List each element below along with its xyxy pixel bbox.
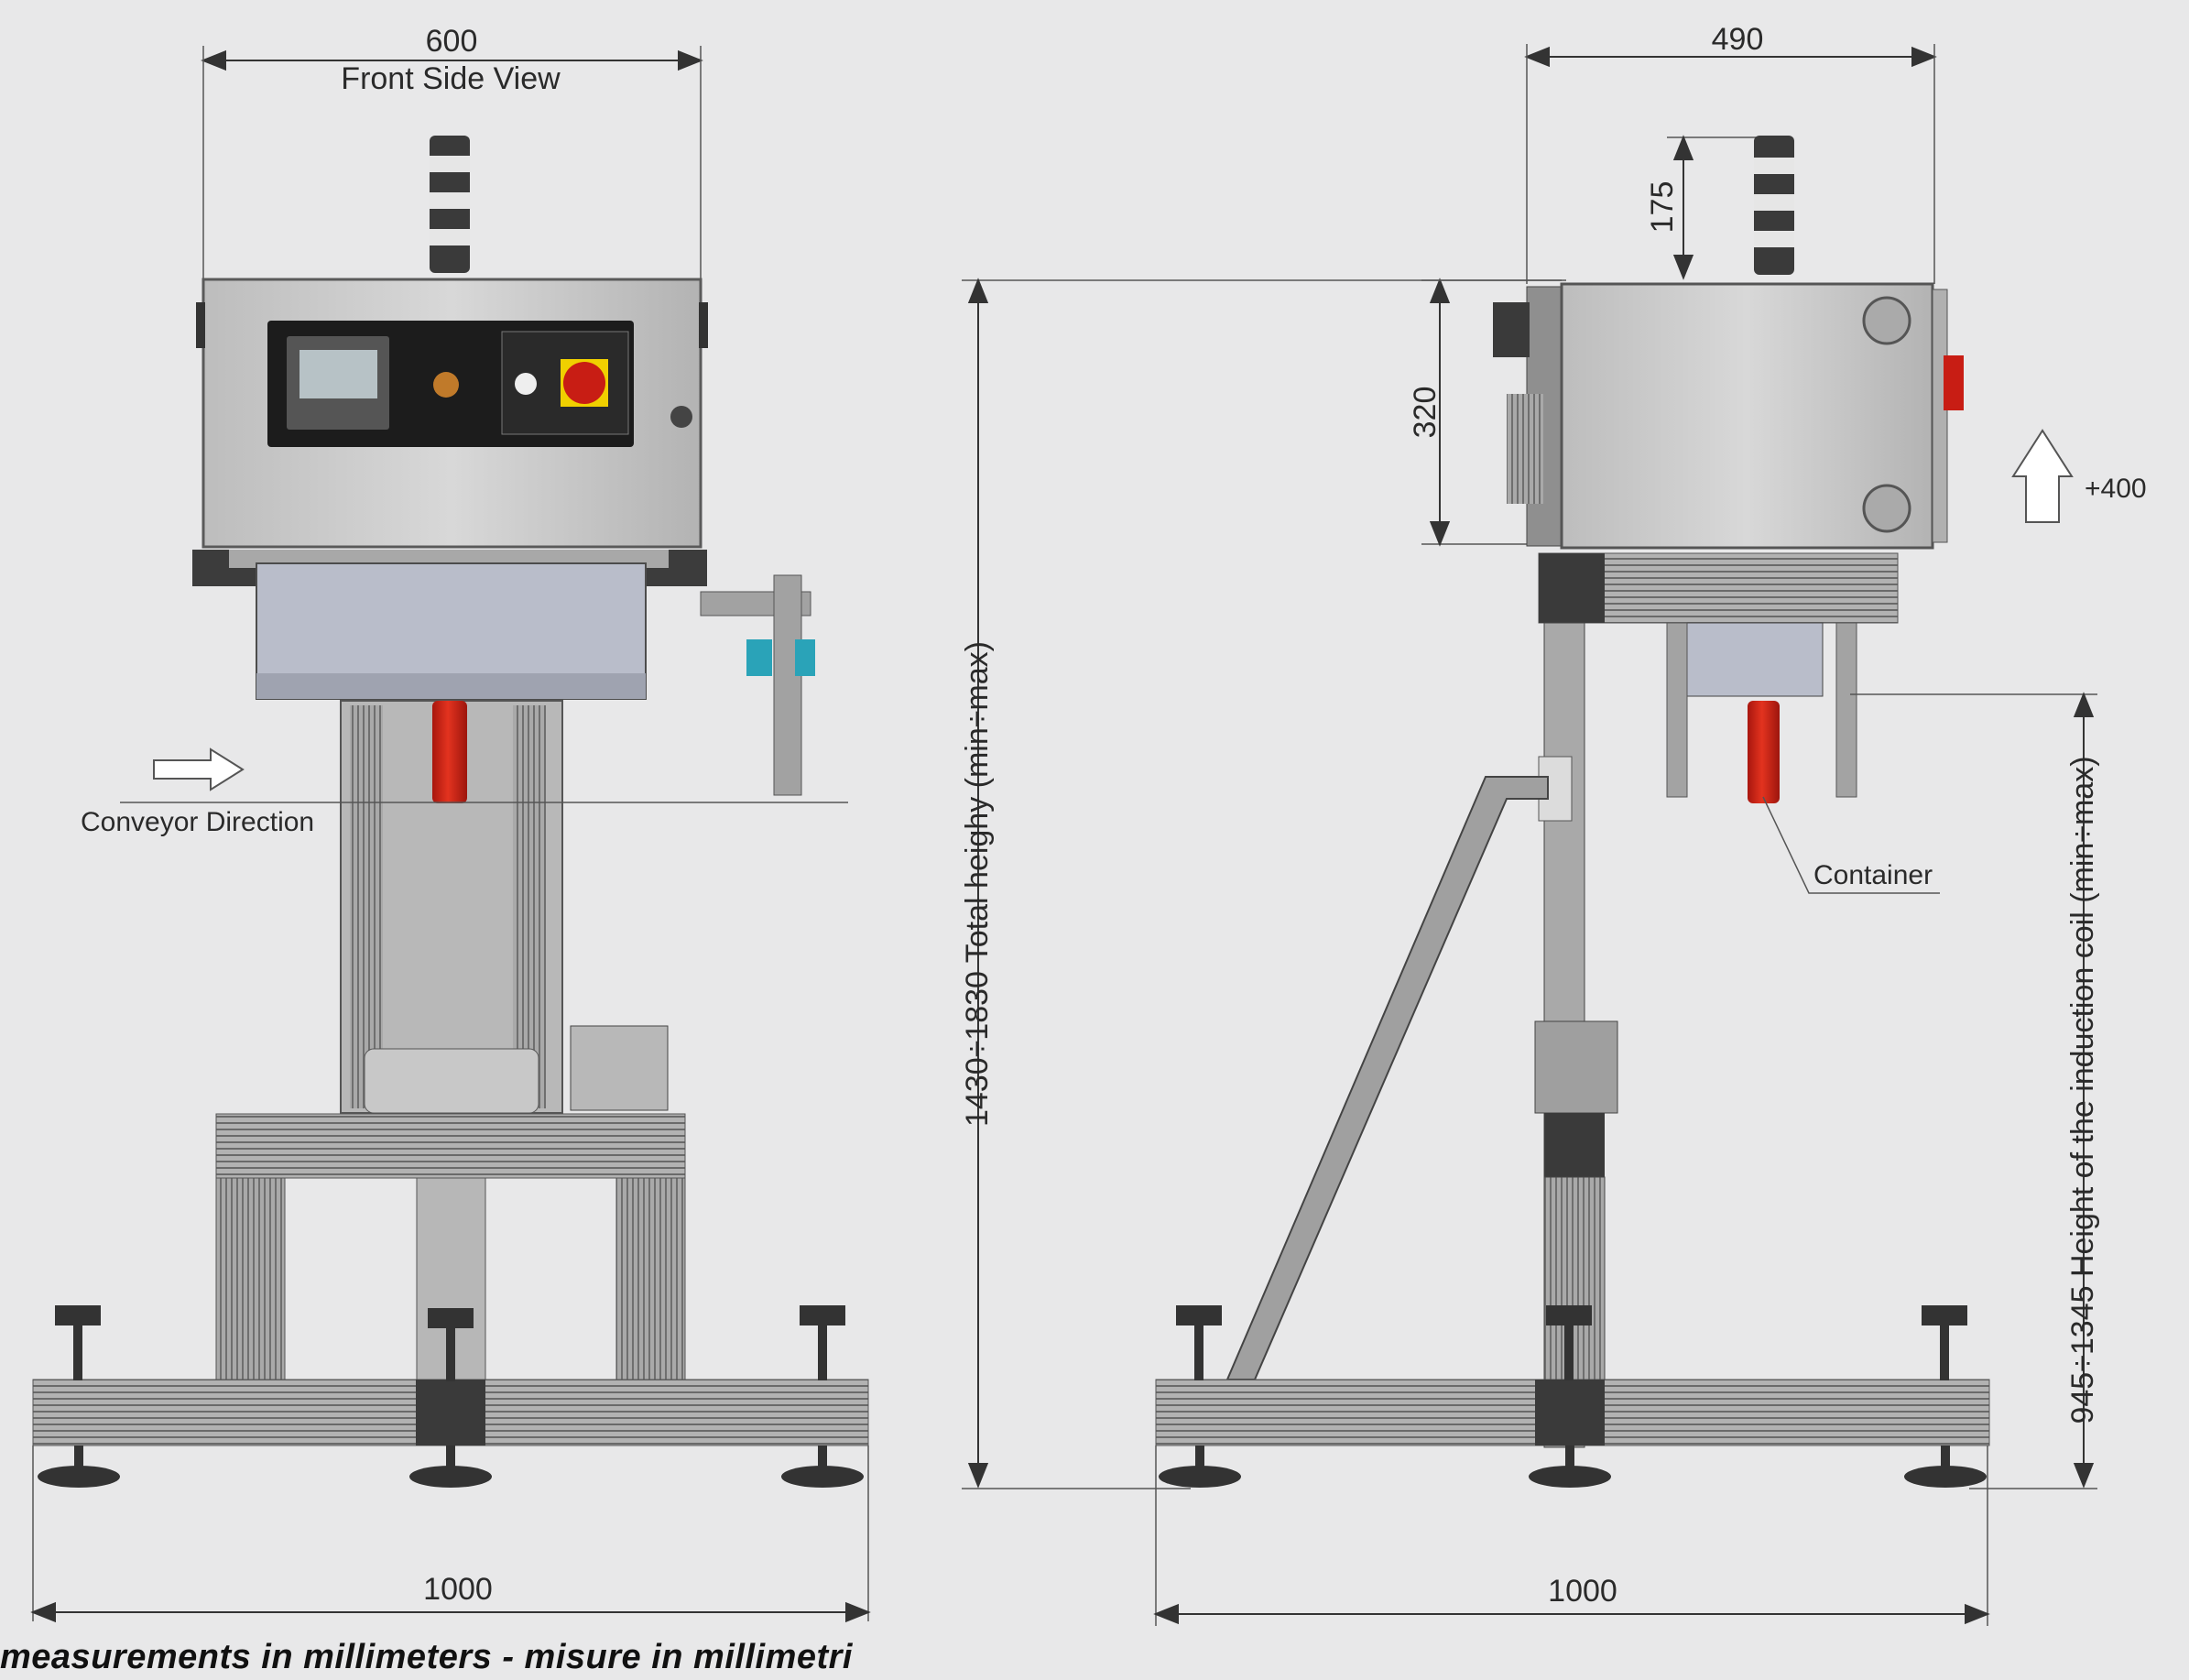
hmi-display — [299, 350, 377, 398]
signal-tower-side — [1754, 136, 1794, 275]
cabinet-lock — [670, 406, 692, 428]
front-base-dimension: 1000 — [423, 1572, 493, 1607]
leveling-feet-front — [38, 1305, 864, 1488]
induction-coil-side — [1684, 622, 1824, 697]
cabinet-dimension: 320 — [1408, 387, 1443, 439]
lift-arrow — [2011, 429, 2074, 523]
side-view: 490 175 320 +400 — [960, 22, 2147, 1626]
junction-box — [570, 1025, 669, 1111]
lamp-dimension: 175 — [1645, 181, 1680, 234]
sensor-left — [746, 639, 772, 676]
lift-label: +400 — [2085, 474, 2147, 504]
front-view-title: Front Side View — [341, 61, 561, 96]
front-width-dimension: 600 — [426, 24, 478, 59]
measurement-footnote: measurements in millimeters - misure in … — [0, 1638, 853, 1676]
coil-height-label: 945÷1345 Height of the induction coil (m… — [2065, 756, 2100, 1424]
main-switch-side — [1944, 355, 1964, 410]
side-width-dimension: 490 — [1712, 22, 1764, 57]
conveyor-direction-label: Conveyor Direction — [81, 807, 314, 837]
front-view: 600 Front Side View — [30, 24, 871, 1623]
conveyor-arrow — [153, 747, 245, 791]
container-front — [432, 701, 467, 803]
main-switch — [563, 362, 605, 404]
container-label: Container — [1813, 860, 1933, 890]
container-side — [1748, 701, 1780, 803]
front-table-top — [215, 1113, 686, 1179]
leveling-feet-side — [1159, 1305, 1987, 1488]
signal-tower — [430, 136, 470, 273]
total-height-label: 1430÷1830 Total heighy (min÷max) — [960, 641, 995, 1127]
container-callout-line — [1762, 796, 1940, 894]
side-base-dimension: 1000 — [1548, 1574, 1617, 1609]
indicator-lamp — [515, 373, 537, 395]
brand-logo — [433, 372, 459, 398]
diagonal-brace — [1225, 776, 1549, 1380]
sensor-right — [795, 639, 815, 676]
